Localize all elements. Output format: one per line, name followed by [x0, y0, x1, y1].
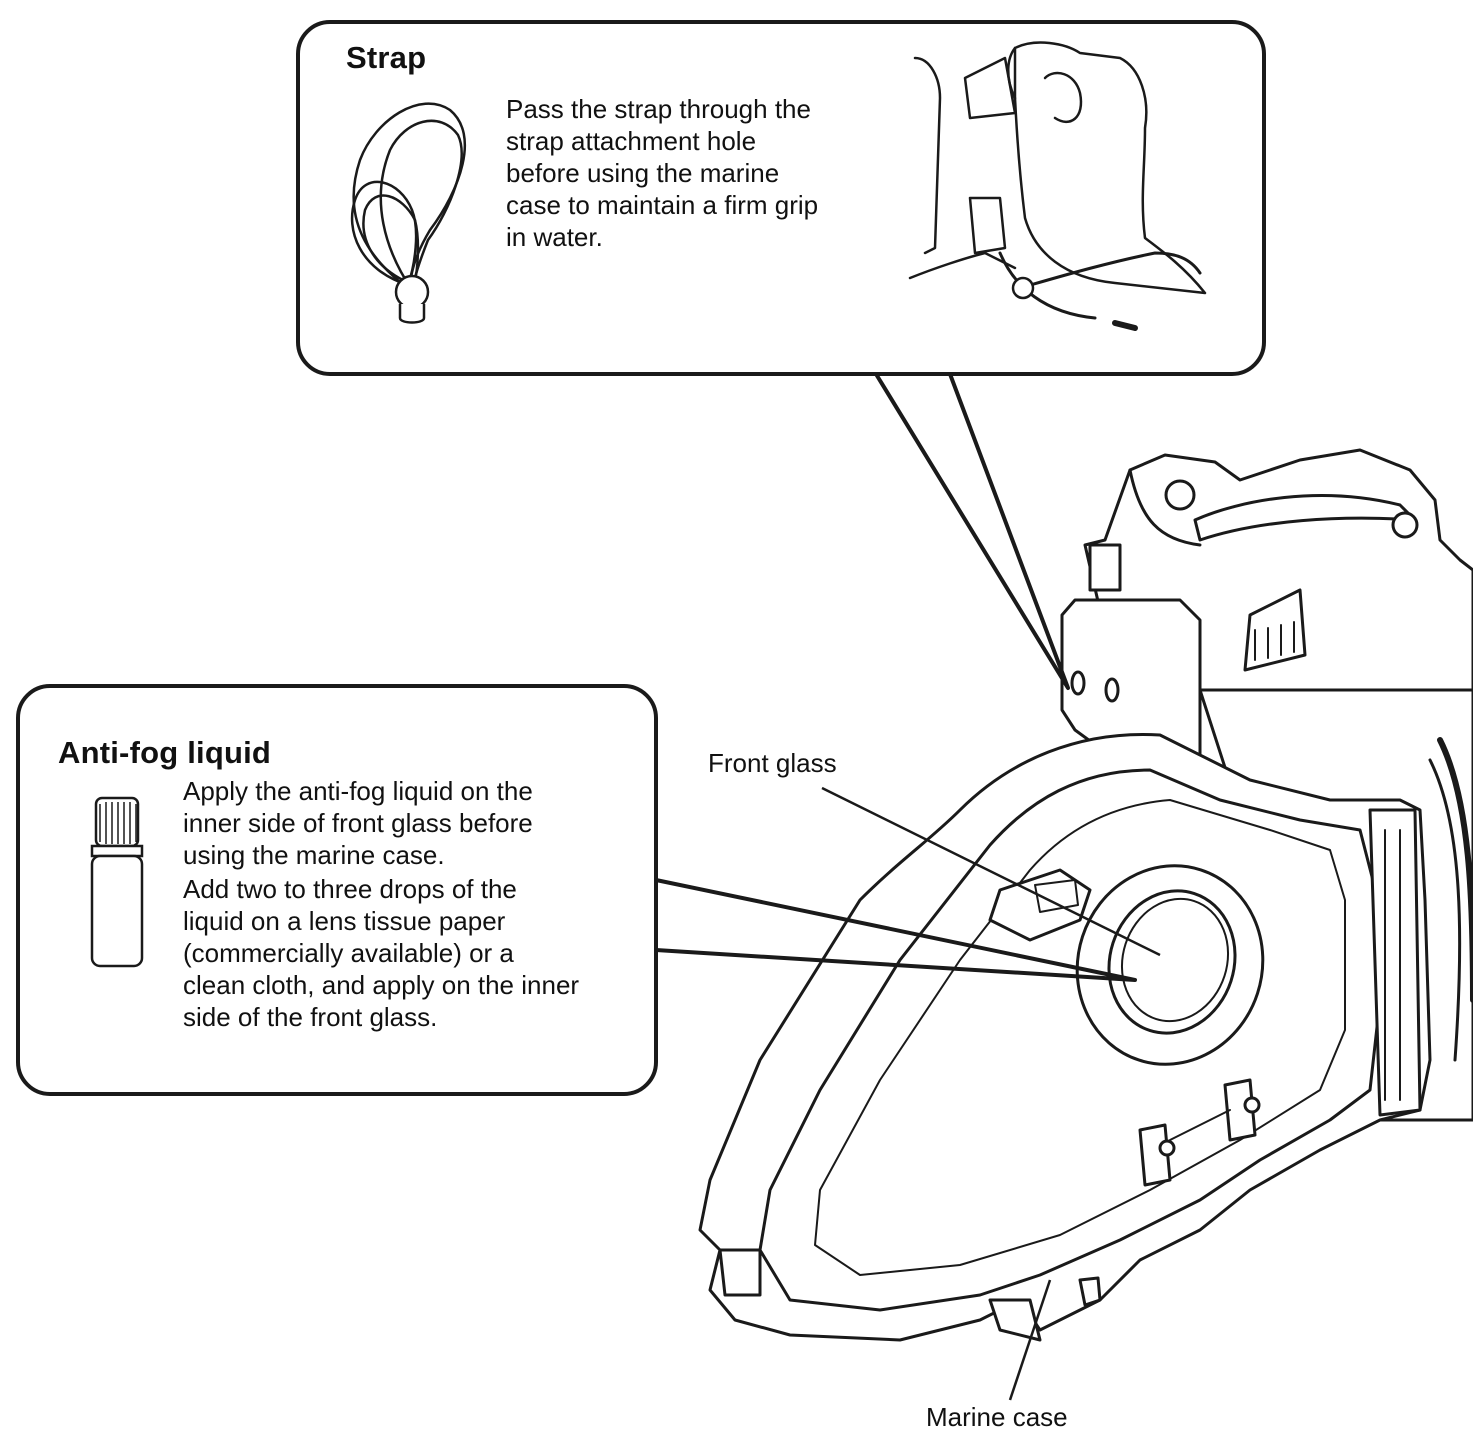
bottle-icon: [90, 796, 144, 968]
antifog-description-drops: Add two to three drops of the liquid on …: [183, 874, 580, 1032]
marine-case-label: Marine case: [926, 1402, 1068, 1432]
front-glass-label: Front glass: [708, 748, 837, 778]
strap-description: Pass the strap through the strap attachm…: [506, 94, 819, 252]
antifog-description-apply: Apply the anti-fog liquid on the inner s…: [183, 776, 533, 870]
marine-case-leader: [1008, 1279, 1052, 1401]
strap-heading: Strap: [346, 40, 427, 75]
strap-callout-tail: [874, 372, 1070, 690]
antifog-callout-tail: [655, 878, 1137, 982]
front-glass-leader: [821, 786, 1161, 957]
hand-holding-strap-icon: [908, 41, 1207, 331]
strap-loop-icon: [350, 102, 466, 324]
antifog-heading: Anti-fog liquid: [58, 735, 272, 770]
